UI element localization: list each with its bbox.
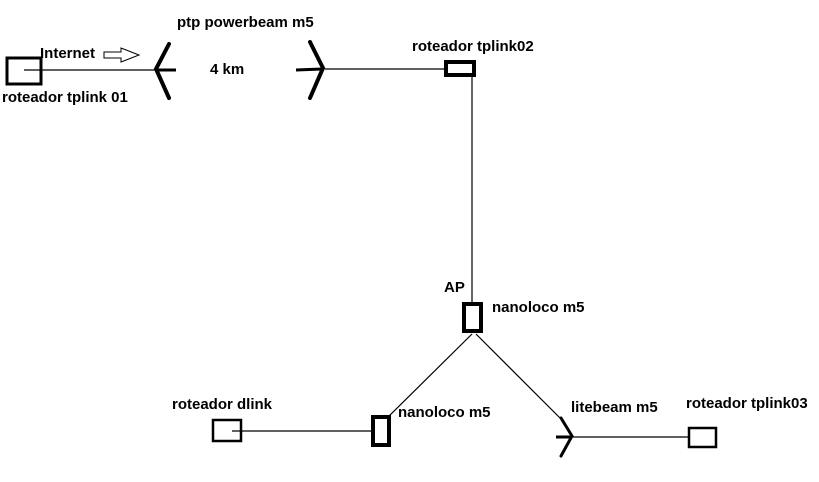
ptp-distance-label: 4 km bbox=[210, 61, 244, 78]
litebeam-label: litebeam m5 bbox=[571, 399, 658, 416]
ap-label: AP bbox=[444, 279, 465, 296]
router3-label: roteador tplink03 bbox=[686, 395, 808, 412]
router2-label: roteador tplink02 bbox=[412, 38, 534, 55]
dish-antenna-icon bbox=[308, 40, 326, 100]
router2-icon[interactable] bbox=[444, 60, 476, 77]
nanoloco2-icon[interactable] bbox=[371, 415, 391, 447]
dish-feed-icon bbox=[295, 67, 323, 72]
ptp-label: ptp powerbeam m5 bbox=[177, 14, 314, 31]
router1-icon[interactable] bbox=[5, 56, 43, 86]
router3-icon[interactable] bbox=[687, 426, 718, 449]
dlink-label: roteador dlink bbox=[172, 396, 273, 413]
arrow-right-icon bbox=[103, 47, 141, 63]
link-ap-litebeam bbox=[475, 333, 563, 421]
internet-label: Internet bbox=[40, 45, 95, 62]
router1-label: roteador tplink 01 bbox=[2, 89, 128, 106]
dlink-router-icon[interactable] bbox=[211, 418, 243, 443]
nanoloco2-label: nanoloco m5 bbox=[398, 404, 491, 421]
ap-device-label: nanoloco m5 bbox=[492, 299, 585, 316]
ap-device-icon[interactable] bbox=[462, 302, 483, 333]
link-ap-nanoloco2 bbox=[380, 333, 473, 425]
